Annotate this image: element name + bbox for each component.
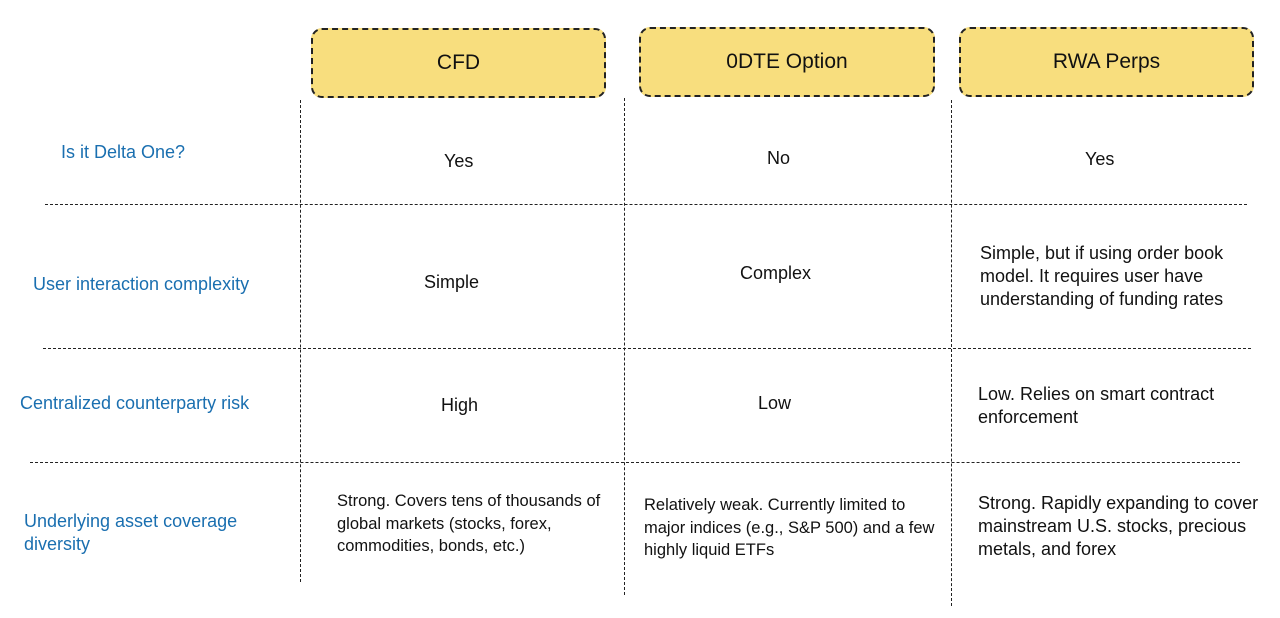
column-divider-3 [951,100,952,606]
cell-cfd-delta-one: Yes [444,151,474,171]
column-header-0dte-option: 0DTE Option [639,27,935,97]
cell-0dte-delta-one: No [767,148,791,168]
column-divider-1 [300,100,301,582]
cell-cfd-counterparty-risk: High [441,395,479,415]
column-header-cfd: CFD [311,28,606,98]
row-divider-3 [30,462,1240,463]
row-label-counterparty-risk: Centralized counterparty risk [20,393,250,413]
cell-cfd-asset-coverage: Strong. Covers tens of thousands of glob… [337,492,601,555]
row-label-asset-coverage: Underlying asset coverage diversity [24,511,238,554]
cell-cfd-complexity: Simple [424,272,480,292]
column-header-rwa-perps: RWA Perps [959,27,1254,97]
cell-0dte-counterparty-risk: Low [758,393,792,413]
column-divider-2 [624,98,625,595]
cell-0dte-asset-coverage: Relatively weak. Currently limited to ma… [644,496,935,559]
row-divider-2 [43,348,1251,349]
cell-rwa-asset-coverage: Strong. Rapidly expanding to cover mains… [978,493,1259,559]
cell-0dte-complexity: Complex [740,263,812,283]
row-divider-1 [45,204,1247,205]
cell-rwa-complexity: Simple, but if using order book model. I… [980,243,1224,309]
cell-rwa-delta-one: Yes [1085,149,1115,169]
row-label-delta-one: Is it Delta One? [61,142,186,162]
row-label-user-interaction-complexity: User interaction complexity [33,274,250,294]
cell-rwa-counterparty-risk: Low. Relies on smart contract enforcemen… [978,384,1215,427]
